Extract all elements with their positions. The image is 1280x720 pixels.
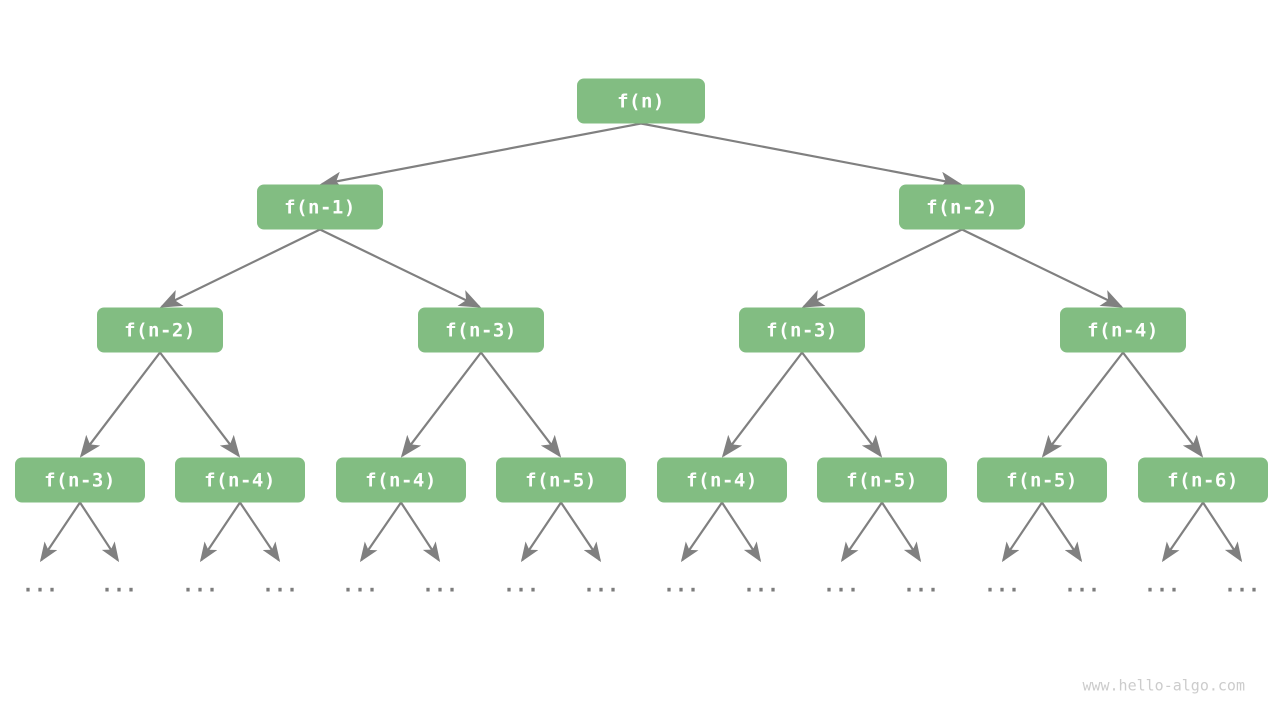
tree-node-label: f(n-4) (204, 470, 276, 492)
tree-edge (721, 351, 803, 458)
ellipsis-label: ... (101, 573, 137, 597)
tree-edge-stub (400, 501, 441, 563)
tree-edge-stub (560, 501, 602, 563)
tree-edge (640, 122, 963, 190)
tree-edge-stub (840, 501, 883, 563)
tree-edge-stub (359, 501, 402, 563)
ellipsis-label: ... (22, 573, 58, 597)
ellipsis-label: ... (903, 573, 939, 597)
tree-node-label: f(n-3) (445, 320, 517, 342)
tree-node: f(n-5) (496, 457, 626, 503)
tree-edge-stub (39, 501, 81, 563)
tree-node-label: f(n) (617, 91, 665, 113)
tree-node-label: f(n-4) (365, 470, 437, 492)
tree-node: f(n-2) (899, 184, 1025, 230)
ellipsis-label: ... (422, 573, 458, 597)
tree-node: f(n) (577, 78, 705, 124)
ellipsis-label: ... (342, 573, 378, 597)
tree-node-label: f(n-4) (1087, 320, 1159, 342)
tree-node: f(n-4) (1060, 307, 1186, 353)
tree-edge-stub (79, 501, 120, 563)
tree-node: f(n-1) (257, 184, 383, 230)
ellipsis-label: ... (583, 573, 619, 597)
tree-node-box (257, 184, 383, 230)
tree-node: f(n-5) (817, 457, 947, 503)
tree-node: f(n-4) (175, 457, 305, 503)
nodes-layer: f(n) f(n-1) f(n-2) f(n-2) f(n-3) f(n-3) f(n-4)… (15, 78, 1268, 503)
tree-node-label: f(n-5) (525, 470, 597, 492)
tree-node: f(n-2) (97, 307, 223, 353)
tree-edge (319, 228, 482, 308)
tree-edge-stub (680, 501, 723, 563)
ellipsis-label: ... (1144, 573, 1180, 597)
tree-edge (400, 351, 482, 458)
tree-node-box (739, 307, 865, 353)
watermark-label: www.hello-algo.com (1082, 677, 1245, 695)
tree-edge (79, 351, 161, 458)
tree-node-label: f(n-4) (686, 470, 758, 492)
tree-edge (1041, 351, 1124, 458)
tree-node-box (418, 307, 544, 353)
tree-edge-stub (1041, 501, 1083, 563)
tree-node-box (97, 307, 223, 353)
ellipsis-label: ... (1064, 573, 1100, 597)
tree-node: f(n-4) (336, 457, 466, 503)
ellipsis-label: ... (743, 573, 779, 597)
ellipsis-label: ... (262, 573, 298, 597)
tree-node: f(n-3) (418, 307, 544, 353)
tree-edge (319, 122, 642, 190)
tree-node-box (15, 457, 145, 503)
tree-node: f(n-5) (977, 457, 1107, 503)
edges-layer (79, 122, 1204, 458)
tree-node-box (496, 457, 626, 503)
tree-edge-stub (1001, 501, 1043, 563)
tree-node-box (577, 78, 705, 124)
ellipsis-label: ... (1224, 573, 1260, 597)
tree-node: f(n-6) (1138, 457, 1268, 503)
tree-edge (480, 351, 562, 458)
tree-node: f(n-3) (15, 457, 145, 503)
tree-edge (159, 228, 321, 308)
tree-node-label: f(n-5) (846, 470, 918, 492)
tree-node: f(n-3) (739, 307, 865, 353)
ellipsis-label: ... (984, 573, 1020, 597)
tree-edge (801, 228, 963, 308)
tree-edge (801, 351, 883, 458)
tree-node-label: f(n-3) (44, 470, 116, 492)
tree-node-label: f(n-6) (1167, 470, 1239, 492)
tree-node-box (977, 457, 1107, 503)
tree-edge (961, 228, 1124, 308)
tree-node-box (817, 457, 947, 503)
ellipsis-label: ... (823, 573, 859, 597)
tree-node-box (175, 457, 305, 503)
tree-edge (159, 351, 241, 458)
tree-node-box (657, 457, 787, 503)
tree-node-label: f(n-1) (284, 197, 356, 219)
tree-edge (1122, 351, 1204, 458)
tree-edge-stub (721, 501, 762, 563)
ellipsis-label: ... (663, 573, 699, 597)
tree-edge-stub (1202, 501, 1243, 563)
tree-edge-stub (520, 501, 562, 563)
ellipsis-layer: ........................................… (22, 573, 1260, 597)
tree-node-label: f(n-2) (124, 320, 196, 342)
tree-node-box (899, 184, 1025, 230)
ellipsis-label: ... (503, 573, 539, 597)
tree-node: f(n-4) (657, 457, 787, 503)
tree-node-box (1138, 457, 1268, 503)
tree-node-label: f(n-5) (1006, 470, 1078, 492)
tree-node-box (336, 457, 466, 503)
leaf-stub-edges-layer (39, 501, 1243, 563)
tree-edge-stub (1161, 501, 1204, 563)
tree-node-label: f(n-2) (926, 197, 998, 219)
tree-edge-stub (881, 501, 922, 563)
tree-node-box (1060, 307, 1186, 353)
tree-edge-stub (239, 501, 281, 563)
tree-node-label: f(n-3) (766, 320, 838, 342)
ellipsis-label: ... (182, 573, 218, 597)
tree-edge-stub (199, 501, 241, 563)
